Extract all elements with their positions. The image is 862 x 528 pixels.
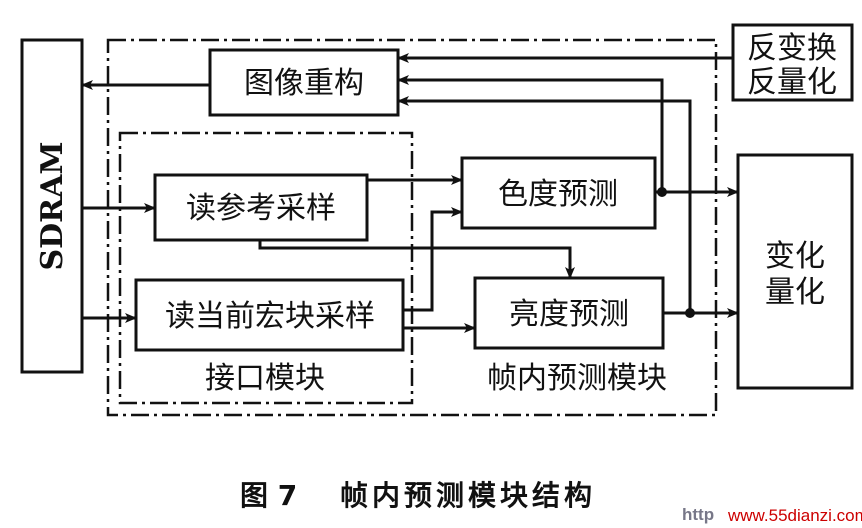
interface-module-label: 接口模块	[205, 361, 325, 396]
reconstruct-box	[208, 48, 400, 117]
read-ref-label: 读参考采样	[186, 191, 336, 226]
inverse-label-line1: 反变换	[747, 31, 837, 66]
intra-prediction-module-frame	[106, 38, 718, 417]
read-ref-box	[153, 173, 369, 242]
transform-label-line2: 量化	[765, 275, 825, 310]
transform-label-line1: 变化	[765, 239, 825, 274]
watermark-prefix: http	[682, 505, 714, 524]
read-cur-box	[134, 278, 405, 352]
sdram-box	[20, 38, 84, 374]
luma-label: 亮度预测	[509, 297, 629, 332]
luma-junction-dot	[685, 308, 695, 318]
inverse-box	[731, 23, 854, 102]
watermark-site: www.55dianzi.com	[727, 506, 862, 525]
figure-title: 帧内预测模块结构	[340, 479, 596, 512]
reconstruct-label: 图像重构	[244, 66, 364, 101]
chroma-junction-dot	[657, 187, 667, 197]
luma-box	[473, 276, 665, 350]
sdram-label: SDRAM	[35, 141, 70, 270]
chroma-label: 色度预测	[498, 177, 618, 212]
inverse-label-line2: 反量化	[747, 65, 837, 100]
figure-number: 图 7	[240, 479, 297, 512]
transform-box	[736, 153, 854, 390]
read-cur-label: 读当前宏块采样	[165, 299, 375, 334]
interface-module-frame	[118, 131, 414, 405]
intra-module-label: 帧内预测模块	[487, 361, 667, 396]
chroma-box	[460, 156, 657, 230]
connectors	[81, 53, 739, 333]
